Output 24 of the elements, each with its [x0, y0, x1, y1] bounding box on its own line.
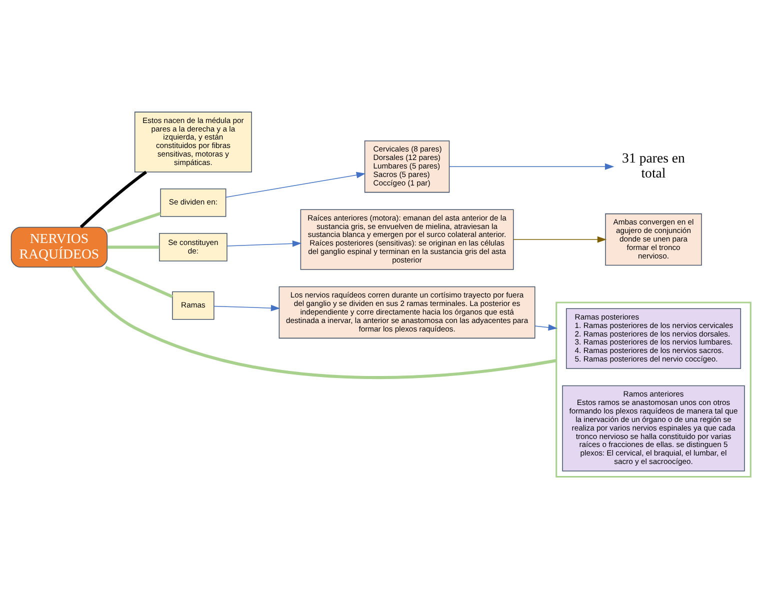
- cluster: [556, 301, 752, 478]
- node-box: Estos nacen de la médula por pares a la derecha y a la izquierda, y están constituidos por fibras sensitivas, motoras y simpáticas.: [134, 111, 252, 172]
- node-box: Se dividen en:: [160, 188, 226, 216]
- node-box: Ambas convergen en el agujero de conjunción donde se unen para formar el tronco nervioso.: [605, 212, 702, 266]
- node-box: Se constituyen de:: [159, 232, 228, 261]
- arrow: [214, 304, 280, 311]
- node-box: Cervicales (8 pares) Dorsales (12 pares) Lumbares (5 pares) Sacros (5 pares) Coccígeo (1 par): [364, 140, 450, 192]
- arrow: [513, 236, 607, 242]
- arrow: [448, 162, 614, 170]
- arrow: [534, 324, 558, 330]
- node-box: Ramas posteriores 1. Ramas posteriores de los nervios cervicales 2. Ramas posteriores de los nervios dorsales. 3. Ramas posteriores de los nervios lumbares. 4. Ramas posteriores de los nervios sacros. 5. Ramas posteriores del nervio coccígeo.: [566, 308, 742, 368]
- node-box: Los nervios raquídeos corren durante un cortísimo trayecto por fuera del ganglio y se dividen en sus 2 ramas terminales. La posterior es independiente y corre directamente hacia los órganos que está destinada a inervar, la anterior se anastomosa con las adyacentes para formar los plexos raquídeos.: [278, 286, 536, 338]
- node-box: Raíces anteriores (motora): emanan del asta anterior de la sustancia gris, se envuelven de mielina, atraviesan la sustancia blanca y emergen por el surco colateral anterior. Raíces posteriores (sensitivas): se originan en las células del ganglio espinal y terminan en la sustancia gris del asta posterior: [300, 208, 514, 270]
- connector: [104, 265, 173, 298]
- node-box: Ramas: [172, 290, 214, 320]
- node-box: Ramos anteriores Estos ramos se anastomosan unos con otros formando los plexos raquídeos de manera tal que la inervación de un órgano o de una región se realiza por varios nervios espinales ya que cada tronco nervioso se halla constituido por varias raíces o fracciones de ellas. se distinguen 5 plexos: El cervical, el braquial, el lumbar, el sacro y el sacroocígeo.: [562, 384, 745, 471]
- arrow: [226, 240, 302, 246]
- connector: [107, 245, 160, 248]
- connector: [71, 266, 557, 378]
- arrow: [226, 171, 366, 198]
- connector: [106, 211, 161, 232]
- node-text: 31 pares en total: [622, 150, 685, 180]
- connector: [80, 170, 148, 228]
- node-box: NERVIOS RAQUÍDEOS: [10, 226, 108, 268]
